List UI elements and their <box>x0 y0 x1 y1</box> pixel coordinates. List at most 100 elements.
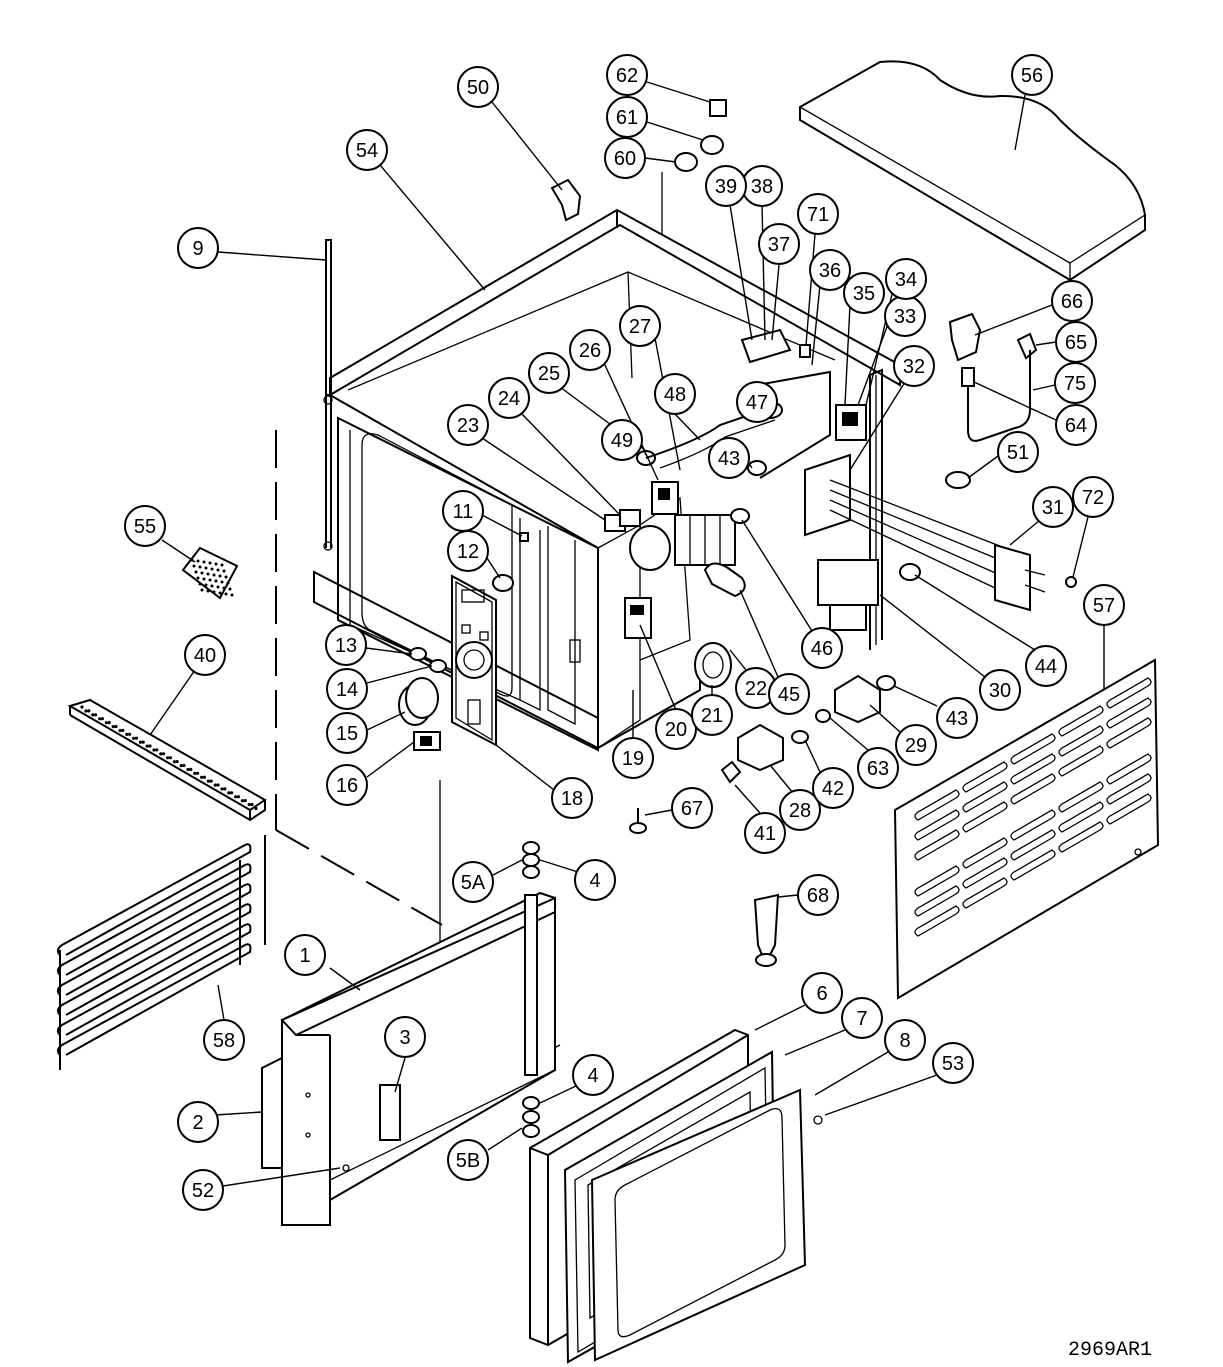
perforation <box>240 799 244 803</box>
perforation <box>198 582 202 586</box>
callout-label: 62 <box>616 65 638 87</box>
leader-line <box>973 381 1057 421</box>
perforation <box>175 760 179 764</box>
perforation <box>210 584 214 588</box>
callout-28: 28 <box>779 789 821 831</box>
perforation <box>125 732 129 737</box>
louver-slot <box>1058 781 1104 813</box>
callout-41: 41 <box>744 812 786 854</box>
callout-4: 4 <box>574 859 616 901</box>
callout-label: 1 <box>299 945 310 967</box>
callout-68: 68 <box>797 874 839 916</box>
perforation <box>159 752 163 756</box>
perforation <box>198 565 202 569</box>
louver-slot <box>962 837 1008 869</box>
perforation <box>111 725 115 729</box>
leader-line <box>914 574 1036 651</box>
callout-label: 56 <box>1021 65 1043 87</box>
callout-label: 35 <box>853 283 875 305</box>
perforation <box>247 803 251 807</box>
perforation <box>202 560 206 564</box>
leader-line <box>539 1084 579 1104</box>
perforation <box>192 564 196 568</box>
perforation <box>230 791 234 795</box>
callout-label: 29 <box>905 735 927 757</box>
louver-slot <box>962 781 1008 813</box>
louver-slot <box>1010 849 1056 881</box>
callout-1: 1 <box>284 934 326 976</box>
leader-line <box>149 669 196 736</box>
components <box>398 99 1077 784</box>
perforation <box>208 561 212 565</box>
leader-lines <box>149 81 1105 1187</box>
rack-rail <box>56 843 252 956</box>
perforation <box>223 787 227 791</box>
callout-label: 53 <box>942 1053 964 1075</box>
perforation <box>182 763 186 768</box>
perforation <box>236 795 240 799</box>
perforation <box>220 563 224 567</box>
perforation <box>134 736 138 740</box>
callout-label: 46 <box>811 638 833 660</box>
leader-line <box>804 739 821 773</box>
perforation <box>227 791 231 795</box>
leader-line <box>967 455 999 479</box>
callout-32: 32 <box>893 345 935 387</box>
perforation <box>202 577 206 581</box>
callout-52: 52 <box>182 1169 224 1211</box>
perforation <box>193 771 197 776</box>
leader-line <box>366 711 406 731</box>
perforation <box>212 590 216 594</box>
callout-label: 38 <box>751 176 773 198</box>
perforation <box>243 799 247 803</box>
leader-line <box>844 304 851 406</box>
callout-20: 20 <box>655 708 697 750</box>
louver-slot <box>914 809 960 841</box>
callout-label: 11 <box>453 501 474 523</box>
perforation <box>254 806 258 811</box>
perforation <box>216 568 220 572</box>
leader-line <box>849 381 906 471</box>
perforation <box>168 756 172 760</box>
perforation <box>202 775 206 779</box>
callout-label: 68 <box>807 885 829 907</box>
perforation <box>213 783 217 787</box>
callout-label: 13 <box>335 635 357 657</box>
callout-label: 60 <box>614 148 636 170</box>
perforation <box>87 709 91 713</box>
perforation <box>100 717 104 721</box>
leader-line <box>739 589 779 678</box>
leader-line <box>646 121 704 141</box>
leader-line <box>754 1004 806 1031</box>
callout-label: 32 <box>903 356 925 378</box>
perforation <box>128 732 132 736</box>
leader-line <box>741 519 813 632</box>
callout-label: 16 <box>336 775 358 797</box>
callout-label: 61 <box>616 107 638 129</box>
callout-label: 75 <box>1064 373 1086 395</box>
leader-line <box>1035 341 1057 346</box>
leader-line <box>644 809 673 816</box>
louver-slot <box>1106 773 1152 805</box>
door-panels <box>529 1028 823 1364</box>
perforation <box>214 579 218 583</box>
perforation <box>228 587 232 591</box>
callout-67: 67 <box>671 787 713 829</box>
rack-rail <box>56 883 252 996</box>
louver-slot <box>1106 697 1152 729</box>
top-cover <box>799 60 1146 282</box>
leader-line <box>869 704 901 733</box>
louver-slot <box>1106 677 1152 709</box>
callout-label: 33 <box>894 306 916 328</box>
perforation <box>204 583 208 587</box>
perforation <box>166 756 170 760</box>
leader-line <box>365 647 413 655</box>
leader-line <box>646 81 711 103</box>
louver-slot <box>1010 753 1056 785</box>
perforation <box>179 764 183 768</box>
callout-label: 67 <box>681 798 703 820</box>
callout-label: 12 <box>457 541 479 563</box>
perforation <box>94 713 98 717</box>
callout-7: 7 <box>841 997 883 1039</box>
